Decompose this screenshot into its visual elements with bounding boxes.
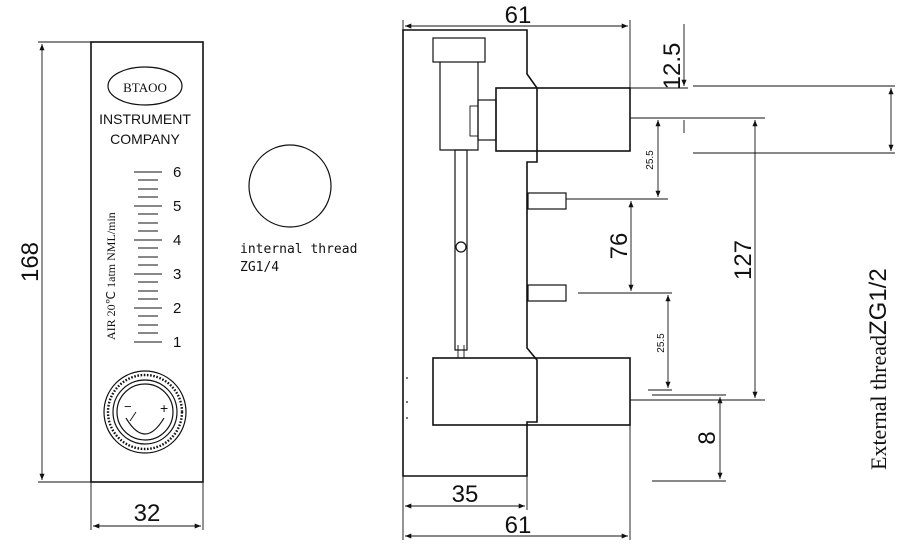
center-mark [406, 417, 408, 419]
top-port-connector [495, 87, 631, 152]
external-thread-note: External threadZG1/2 [865, 268, 892, 470]
internal-thread-label: internal thread [240, 242, 357, 257]
dim-32-label: 32 [134, 500, 161, 527]
dim-61-top-label: 61 [505, 2, 532, 29]
scale-label-4: 4 [173, 232, 181, 249]
mounting-stud-upper [527, 192, 567, 210]
thread-port-circle [248, 144, 332, 228]
knob-face [116, 383, 174, 441]
external-thread-code: ZG1/2 [865, 268, 892, 335]
dim-168-label: 168 [17, 242, 44, 282]
side-view: 61 12.5 25.5 76 25.5 127 8 External [402, 2, 895, 540]
adjustment-knob: − + [103, 370, 187, 454]
dim-127-label: 127 [730, 240, 757, 280]
internal-thread-view: internal thread ZG1/4 [240, 144, 357, 275]
scale-label-5: 5 [173, 198, 181, 215]
metering-tube [454, 149, 468, 351]
dim-25-5-top-label: 25.5 [645, 150, 656, 170]
front-view: BTAOO INSTRUMENT COMPANY AIR 20℃ 1atm NM… [17, 41, 204, 530]
knob-arc-indicator [125, 417, 165, 435]
dim-12-5-label: 12.5 [659, 43, 686, 90]
side-housing-outline [402, 29, 538, 477]
scale-label-6: 6 [173, 164, 181, 181]
mounting-stud-lower [527, 284, 567, 302]
dim-35-label: 35 [452, 481, 479, 508]
company-line-1: INSTRUMENT [99, 111, 191, 127]
inlet-boss [477, 99, 497, 141]
bottom-port-connector [432, 357, 631, 426]
company-line-2: COMPANY [110, 131, 180, 147]
knob-arc-tick [129, 411, 137, 422]
knob-knurling [106, 373, 184, 451]
top-cap [432, 37, 486, 63]
dim-25-5-bottom-label: 25.5 [656, 333, 667, 353]
knob-inner-ring [112, 379, 178, 445]
center-mark [406, 401, 408, 403]
scale-label-2: 2 [173, 300, 181, 317]
dim-8-label: 8 [694, 431, 721, 444]
center-mark [406, 377, 408, 379]
internal-thread-code: ZG1/4 [240, 260, 279, 275]
dim-76-label: 76 [606, 233, 633, 260]
scale-ticks [134, 171, 162, 343]
knob-outer-ring [103, 370, 187, 454]
meter-body-outline [90, 41, 204, 483]
external-thread-prefix: External thread [866, 335, 891, 470]
logo-oval [107, 66, 183, 106]
dim-61-bottom-label: 61 [505, 512, 532, 539]
logo-text: BTAOO [123, 80, 167, 95]
scale-caption: AIR 20℃ 1atm NML/min [104, 212, 118, 340]
knob-plus-sign: + [160, 400, 168, 416]
scale-label-3: 3 [173, 266, 181, 283]
float-ball [455, 241, 467, 253]
knob-minus-sign: − [124, 399, 132, 414]
valve-seat [469, 105, 479, 137]
scale-label-1: 1 [173, 334, 181, 351]
